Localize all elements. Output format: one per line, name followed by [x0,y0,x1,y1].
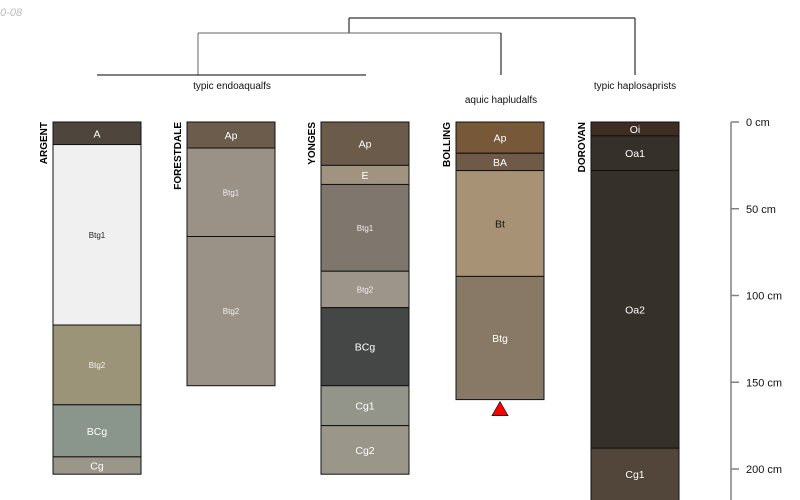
horizon-label: Ap [225,130,238,142]
horizon-label: Ap [359,139,372,151]
horizon-label: Cg1 [355,401,374,413]
profile-name: YONGES [307,122,318,165]
horizon-ap [186,121,276,149]
horizon-label: Ap [494,133,507,145]
horizon-bt [455,170,545,277]
horizon-label: Oa2 [625,304,645,316]
horizon-btg2 [186,236,276,387]
profile-name: ARGENT [39,122,50,164]
horizon-oa1 [590,135,680,172]
horizon-label: Btg2 [223,307,240,316]
corner-date-text: 10-08 [0,7,23,19]
horizon-label: Oi [630,124,641,136]
horizon-btg1 [186,147,276,238]
depth-axis-label: 150 cm [746,377,782,389]
horizon-label: Btg1 [357,224,374,233]
taxon-label: typic endoaqualfs [193,81,271,92]
horizon-label: BCg [87,426,108,438]
profile-name: DOROVAN [577,122,588,172]
depth-axis-label: 50 cm [746,204,776,216]
horizon-cg1 [320,385,410,427]
horizon-label: Btg [492,333,508,345]
horizon-label: Cg2 [355,445,374,457]
horizon-label: E [361,170,368,182]
horizon-label: Cg1 [625,469,644,481]
horizon-label: Btg1 [223,188,240,197]
horizon-cg2 [320,425,410,475]
horizon-label: Bt [495,218,505,230]
horizon-label: Btg2 [357,285,374,294]
horizon-bcg [320,307,410,387]
taxon-label: aquic hapludalfs [465,95,537,106]
horizon-oa2 [590,170,680,449]
taxon-label: typic haplosaprists [594,81,676,92]
horizon-label: BCg [355,342,376,354]
horizon-cg1 [590,447,680,500]
horizon-btg2 [320,270,410,309]
truncation-marker-icon [491,400,509,416]
horizon-btg1 [52,144,142,326]
horizon-btg [455,275,545,401]
depth-axis-label: 100 cm [746,291,782,303]
horizon-label: Oa1 [625,148,645,160]
horizon-btg1 [320,183,410,272]
horizon-label: Btg2 [89,361,106,370]
horizon-label: Cg [90,461,104,473]
depth-axis-label: 200 cm [746,464,782,476]
profile-name: FORESTDALE [173,122,184,190]
horizon-cg [52,456,142,475]
horizon-ap [455,121,545,154]
horizon-label: A [93,128,100,140]
horizon-label: Btg1 [89,231,106,240]
depth-axis-label: 0 cm [746,117,770,129]
profile-name: BOLLING [442,122,453,167]
horizon-label: BA [493,157,507,169]
